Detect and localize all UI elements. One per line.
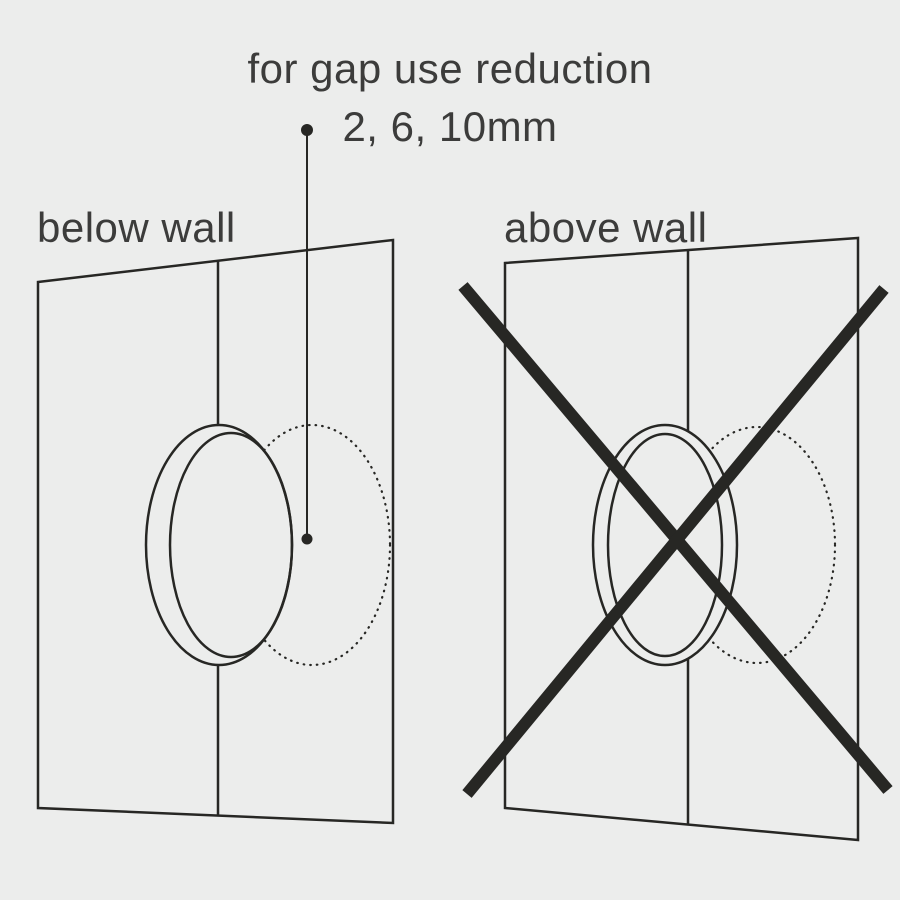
below-wall-label: below wall [37, 204, 236, 251]
below-wall-recess-dotted-ellipse [232, 423, 392, 667]
below-wall-panel [36, 238, 395, 825]
page-title: for gap use reduction [247, 45, 653, 92]
gap-leader [301, 124, 313, 545]
gap-leader-end-dot [301, 533, 313, 545]
above-wall-figure [458, 236, 893, 842]
below-wall-figure [36, 238, 395, 825]
gap-leader-start-dot [301, 124, 313, 136]
prohibition-cross-icon [458, 282, 893, 798]
gap-sizes-note: 2, 6, 10mm [342, 103, 558, 150]
above-wall-socket-rim-ellipse [606, 432, 724, 658]
above-wall-panel [503, 236, 860, 842]
above-wall-label: above wall [504, 204, 708, 251]
below-wall-socket-rim-ellipse [168, 431, 294, 659]
